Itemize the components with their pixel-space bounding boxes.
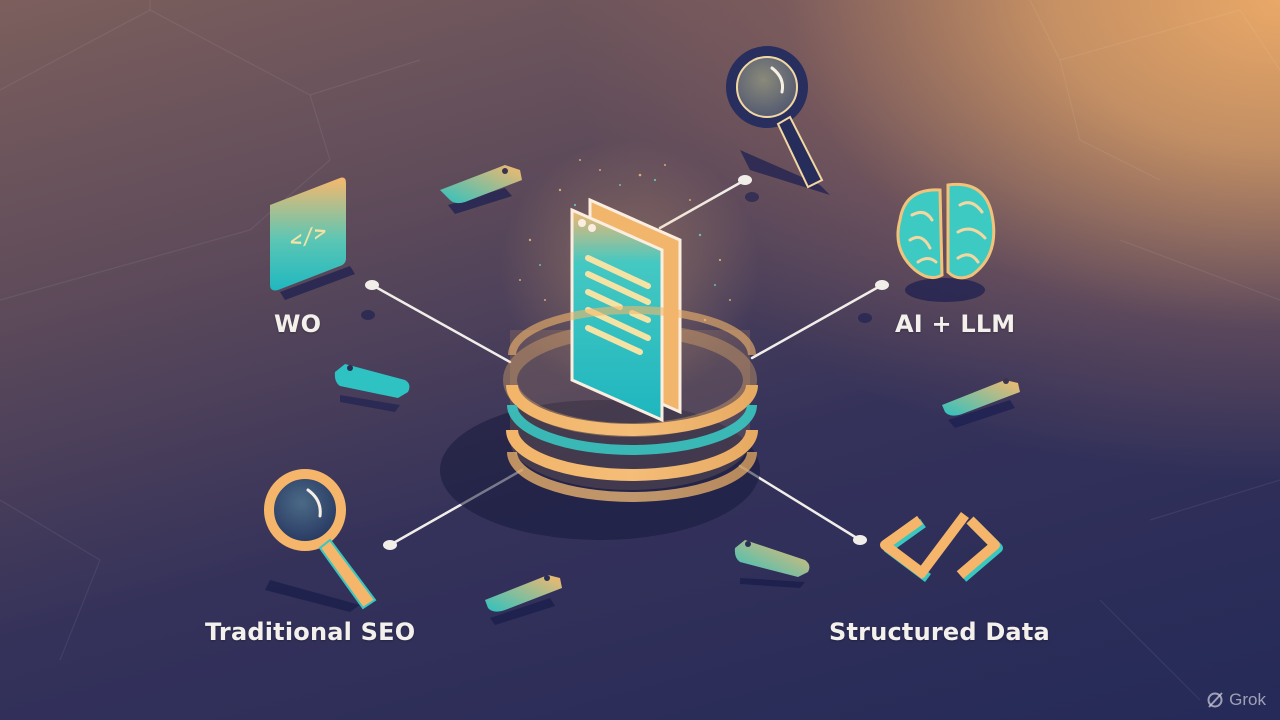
tag-icon: [734, 540, 810, 588]
tag-icon: [942, 378, 1020, 428]
tag-icon: [334, 364, 410, 412]
code-tile-icon: </>: [270, 177, 355, 300]
magnifier-icon: [264, 469, 377, 612]
grok-logo-icon: [1207, 692, 1223, 708]
code-brackets-icon: [880, 512, 1003, 582]
brain-icon: [896, 182, 996, 302]
node-label-wo: WO: [274, 310, 322, 338]
node-label-ai-llm: AI + LLM: [895, 310, 1016, 338]
grok-watermark: Grok: [1206, 690, 1266, 710]
watermark-text: Grok: [1229, 690, 1266, 709]
node-label-structured-data: Structured Data: [829, 618, 1050, 646]
node-label-traditional-seo: Traditional SEO: [205, 618, 416, 646]
tag-icon: [485, 575, 562, 625]
document-icon: [570, 197, 682, 423]
tag-icon: [440, 165, 522, 214]
magnifier-icon-top: [726, 46, 830, 195]
